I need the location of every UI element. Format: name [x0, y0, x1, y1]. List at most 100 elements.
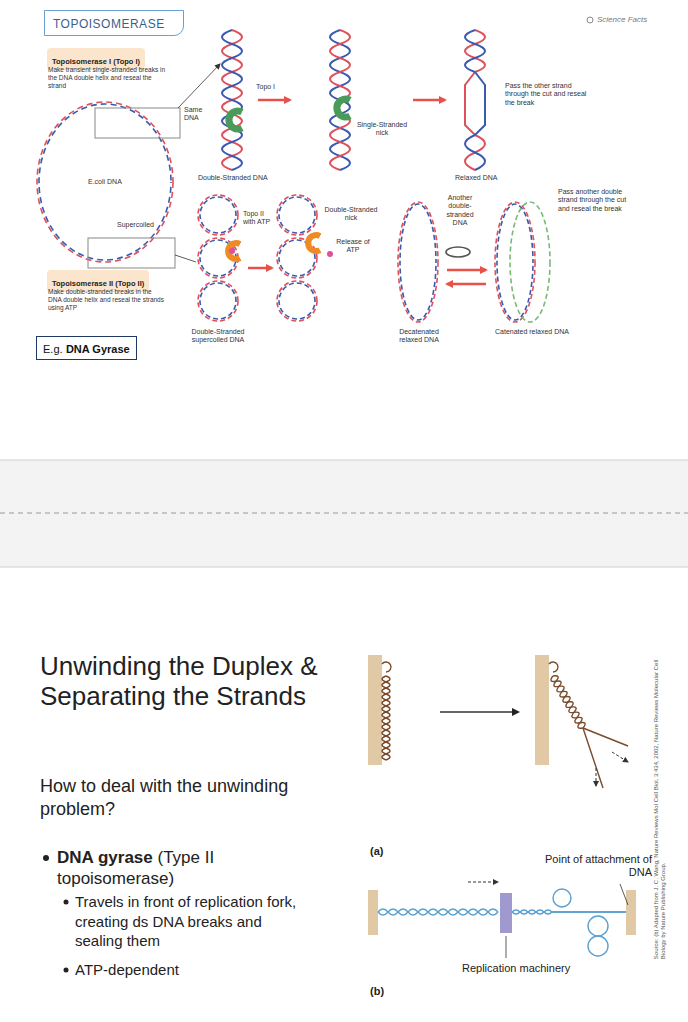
leader-line [620, 884, 628, 905]
attachment-wall [535, 655, 549, 765]
label-text: Topo I [256, 83, 286, 91]
attachment-wall [626, 890, 636, 935]
bullet-dot [64, 900, 69, 905]
nicked-helix [330, 30, 350, 100]
supercoiled-dna [200, 283, 236, 319]
motion-arrow [612, 752, 628, 762]
nicked-helix [330, 114, 350, 170]
node-text: TOPOISOMERASE [53, 17, 165, 31]
label-text: Double-Stranded DNA [198, 174, 278, 182]
supercoiled-dna [198, 281, 238, 321]
double-helix [222, 30, 242, 170]
supercoiled-dna [277, 195, 317, 235]
relaxed-helix [465, 30, 485, 170]
label-text: Single-Stranded nick [356, 121, 408, 138]
label-text: DNA gyrase [57, 848, 153, 867]
bullet-dot [43, 855, 49, 861]
coiled-dna [550, 674, 587, 730]
label-text: Catenated relaxed DNA [487, 328, 577, 336]
bullet-line: DNA gyrase(Type II topoisomerase) [57, 847, 307, 890]
label-text: Another double-stranded DNA [440, 194, 480, 228]
double-helix [222, 30, 242, 170]
motion-arrow [596, 768, 597, 786]
topo-ii-enzyme [228, 243, 240, 259]
attachment-wall [368, 890, 378, 935]
coiled-dna [382, 662, 628, 788]
label-text: Travels in front of replication fork, cr… [75, 892, 310, 951]
relaxed-helix [465, 30, 485, 170]
relaxed-helix [465, 30, 485, 170]
example-box: E.g.DNA Gyrase [36, 336, 137, 360]
topo-ii-enzyme [229, 248, 235, 254]
replicating-dna [378, 909, 498, 915]
leader-line [178, 64, 220, 108]
supercoiled-dna [279, 197, 315, 233]
coiled-dna [382, 662, 391, 672]
topo-ii-enzyme [228, 235, 333, 259]
leader-line [506, 884, 628, 958]
nicked-helix [330, 30, 350, 170]
supercoiled-dna [279, 283, 315, 319]
node-text: E.g. [43, 343, 63, 355]
replicating-dna [378, 889, 626, 956]
attachment-wall [368, 655, 636, 935]
bullet-dot [64, 968, 69, 973]
label-text: Double-Stranded supercoiled DNA [180, 328, 256, 345]
relaxed-loop [398, 202, 438, 322]
topo-i-enzyme [337, 99, 350, 117]
label-text: Point of attachment of DNA [540, 853, 652, 879]
topo-i-enzyme [229, 111, 242, 129]
label-text: Supercoiled [117, 221, 162, 229]
process-arrow [447, 283, 486, 286]
motion-arrow [468, 882, 498, 883]
replication-machinery [500, 893, 512, 933]
slide-title: Unwinding the Duplex & Separating the St… [40, 652, 325, 712]
motion-arrow [440, 711, 518, 713]
supercoiled-dna [198, 195, 238, 235]
label-text: E.coli DNA [88, 178, 138, 186]
process-arrow [248, 267, 272, 270]
replicating-dna [553, 889, 571, 907]
topo-ii-enzyme [308, 235, 320, 251]
topo-i-enzyme [229, 111, 242, 129]
page-separator [0, 460, 688, 567]
node-text: DNA Gyrase [66, 343, 130, 355]
label-text: Pass another double strand through the c… [558, 188, 632, 213]
coiled-dna [550, 674, 587, 730]
leader-line [175, 255, 196, 262]
relaxed-loop [510, 202, 550, 322]
page-separator [0, 513, 688, 514]
coiled-dna [382, 676, 390, 760]
supercoiled-dna [277, 281, 317, 321]
coiled-dna [382, 676, 390, 760]
process-arrow [258, 99, 290, 102]
label-text: Pass the other strand through the cut an… [505, 82, 590, 107]
label-text: Source: (b) Adapted from J. C. Wang, Nat… [653, 649, 667, 959]
label-text: Topo II with ATP [243, 210, 275, 227]
replicating-dna [512, 910, 626, 914]
zoom-box [88, 108, 180, 268]
process-arrow [413, 99, 445, 102]
topo-ii-enzyme [327, 251, 333, 257]
double-helix [222, 30, 242, 170]
label-text: Relaxed DNA [455, 174, 505, 182]
topo-i-enzyme [337, 99, 350, 117]
coiled-dna [583, 728, 603, 788]
coiled-dna [549, 662, 558, 672]
supercoiled-dna [200, 197, 236, 233]
label-text: Decatenated relaxed DNA [388, 328, 450, 345]
logo-mark [587, 17, 593, 23]
relaxed-loop [398, 202, 550, 322]
coiled-dna [550, 674, 587, 730]
supercoiled-dna [198, 195, 317, 321]
nicked-helix [330, 30, 350, 170]
page-separator [0, 460, 688, 567]
replicating-dna [588, 936, 608, 956]
relaxed-loop [446, 247, 470, 257]
label-text: Make double-stranded breaks in the DNA d… [48, 288, 166, 311]
page-separator [0, 567, 688, 568]
label-text: (a) [370, 845, 400, 858]
replicating-dna [588, 916, 608, 936]
